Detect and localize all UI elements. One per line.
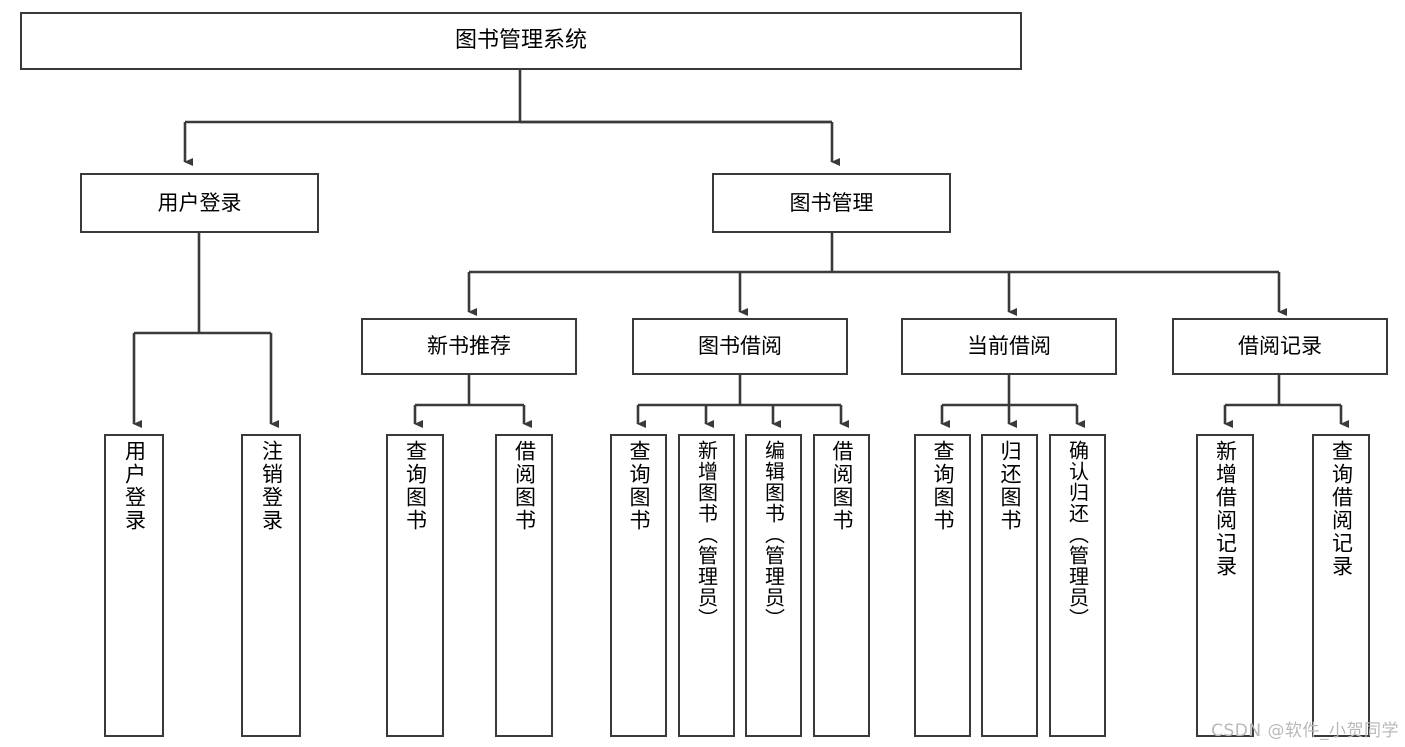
node-leaf-query-book-2[interactable]: 查询图书 <box>610 434 667 737</box>
node-book-manage-label: 图书管理 <box>789 190 874 215</box>
node-book-manage[interactable]: 图书管理 <box>712 173 951 233</box>
node-borrow-record[interactable]: 借阅记录 <box>1172 318 1388 375</box>
node-borrow-record-label: 借阅记录 <box>1238 334 1322 359</box>
node-leaf-borrow-book-1-label: 借阅图书 <box>512 440 537 532</box>
node-new-book-recommend-label: 新书推荐 <box>427 334 511 359</box>
node-leaf-confirm-return-label: 确认归还（管理员） <box>1065 440 1090 629</box>
node-new-book-recommend[interactable]: 新书推荐 <box>361 318 577 375</box>
node-leaf-query-record-label: 查询借阅记录 <box>1329 440 1354 578</box>
node-leaf-query-book-3[interactable]: 查询图书 <box>914 434 971 737</box>
node-leaf-query-book-3-label: 查询图书 <box>931 440 955 532</box>
node-leaf-query-book-1-label: 查询图书 <box>403 440 428 532</box>
node-leaf-borrow-book-2-label: 借阅图书 <box>830 440 854 532</box>
node-leaf-logout-label: 注销登录 <box>259 440 284 532</box>
node-root[interactable]: 图书管理系统 <box>20 12 1022 70</box>
node-book-borrow-label: 图书借阅 <box>698 334 782 359</box>
node-leaf-user-login[interactable]: 用户登录 <box>104 434 164 737</box>
node-book-borrow[interactable]: 图书借阅 <box>632 318 848 375</box>
node-root-label: 图书管理系统 <box>454 28 587 54</box>
node-leaf-borrow-book-2[interactable]: 借阅图书 <box>813 434 870 737</box>
node-leaf-return-book[interactable]: 归还图书 <box>981 434 1038 737</box>
node-leaf-query-record[interactable]: 查询借阅记录 <box>1312 434 1370 737</box>
node-leaf-return-book-label: 归还图书 <box>998 440 1022 532</box>
node-current-borrow[interactable]: 当前借阅 <box>901 318 1117 375</box>
node-leaf-logout[interactable]: 注销登录 <box>241 434 301 737</box>
csdn-watermark: CSDN @软件_小贺同学 <box>1211 721 1399 741</box>
node-leaf-add-book-label: 新增图书（管理员） <box>694 440 719 629</box>
node-leaf-add-record[interactable]: 新增借阅记录 <box>1196 434 1254 737</box>
node-leaf-edit-book[interactable]: 编辑图书（管理员） <box>745 434 802 737</box>
node-current-borrow-label: 当前借阅 <box>967 334 1051 359</box>
node-leaf-confirm-return[interactable]: 确认归还（管理员） <box>1049 434 1106 737</box>
node-leaf-query-book-1[interactable]: 查询图书 <box>386 434 444 737</box>
node-leaf-add-book[interactable]: 新增图书（管理员） <box>678 434 735 737</box>
node-user-login-label: 用户登录 <box>157 190 242 215</box>
node-leaf-borrow-book-1[interactable]: 借阅图书 <box>495 434 553 737</box>
node-user-login[interactable]: 用户登录 <box>80 173 319 233</box>
node-leaf-user-login-label: 用户登录 <box>122 440 147 532</box>
node-leaf-add-record-label: 新增借阅记录 <box>1213 440 1238 578</box>
node-leaf-query-book-2-label: 查询图书 <box>627 440 651 532</box>
node-leaf-edit-book-label: 编辑图书（管理员） <box>761 440 786 629</box>
